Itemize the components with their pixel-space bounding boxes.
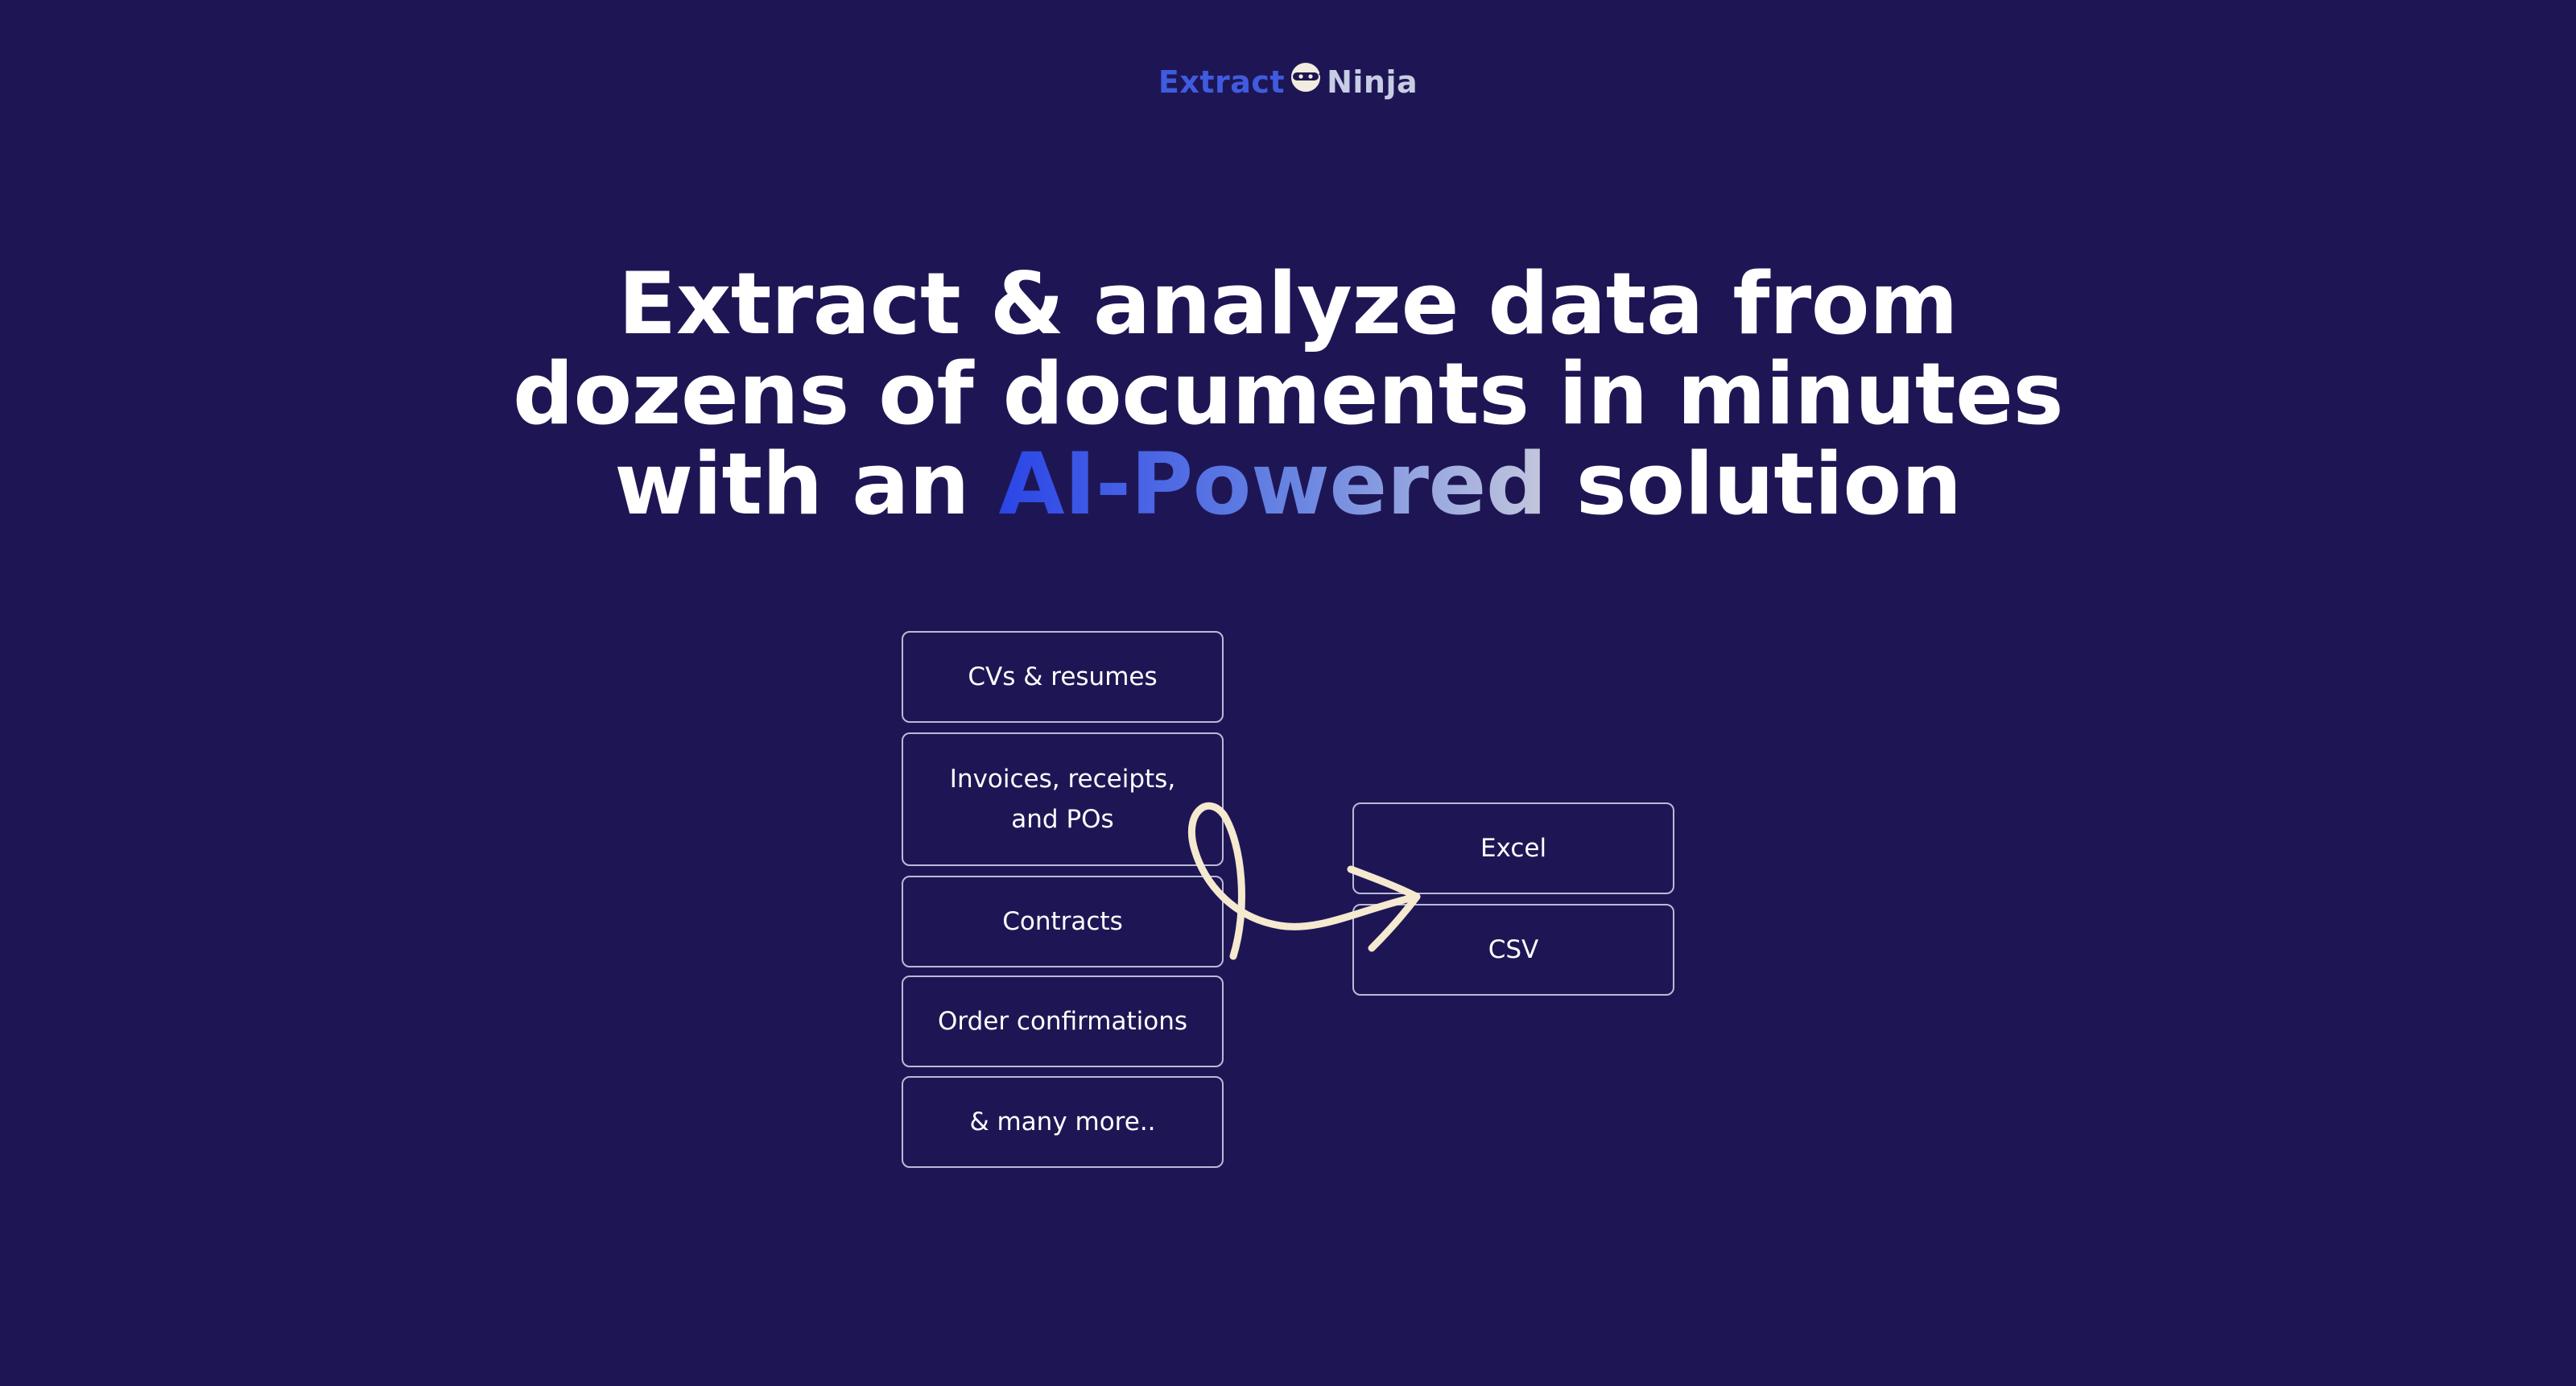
headline-highlight: AI-Powered (998, 435, 1547, 534)
flow-arrow-icon (1187, 802, 1421, 960)
input-type-label: & many more.. (969, 1108, 1156, 1136)
input-type-more[interactable]: & many more.. (902, 1076, 1224, 1168)
output-format-label: Excel (1480, 834, 1547, 863)
hero-headline: Extract & analyze data from dozens of do… (0, 259, 2576, 530)
headline-line-3-prefix: with an (614, 435, 999, 534)
input-type-cvs[interactable]: CVs & resumes (902, 631, 1224, 723)
input-type-label: Order confirmations (937, 1007, 1188, 1036)
input-type-invoices[interactable]: Invoices, receipts, and POs (902, 732, 1224, 866)
ninja-icon (1290, 61, 1324, 93)
input-type-contracts[interactable]: Contracts (902, 876, 1224, 967)
input-type-order-confirmations[interactable]: Order confirmations (902, 976, 1224, 1067)
input-type-label: CVs & resumes (968, 662, 1158, 691)
output-format-csv[interactable]: CSV (1352, 904, 1674, 996)
headline-line-3: with an AI-Powered solution (0, 439, 2576, 530)
headline-line-2: dozens of documents in minutes (512, 344, 2064, 443)
brand-name-part2: Ninja (1327, 64, 1418, 100)
input-type-label-line2: and POs (1011, 805, 1114, 834)
brand-logo[interactable]: Extract Ninja (0, 61, 2576, 100)
output-format-label: CSV (1488, 935, 1539, 964)
headline-line-1: Extract & analyze data from (617, 254, 1959, 353)
brand-name-part1: Extract (1158, 64, 1286, 100)
input-type-label: Invoices, receipts, (949, 765, 1176, 794)
input-type-label: Contracts (1002, 907, 1123, 936)
headline-line-3-suffix: solution (1546, 435, 1963, 534)
output-format-excel[interactable]: Excel (1352, 802, 1674, 894)
